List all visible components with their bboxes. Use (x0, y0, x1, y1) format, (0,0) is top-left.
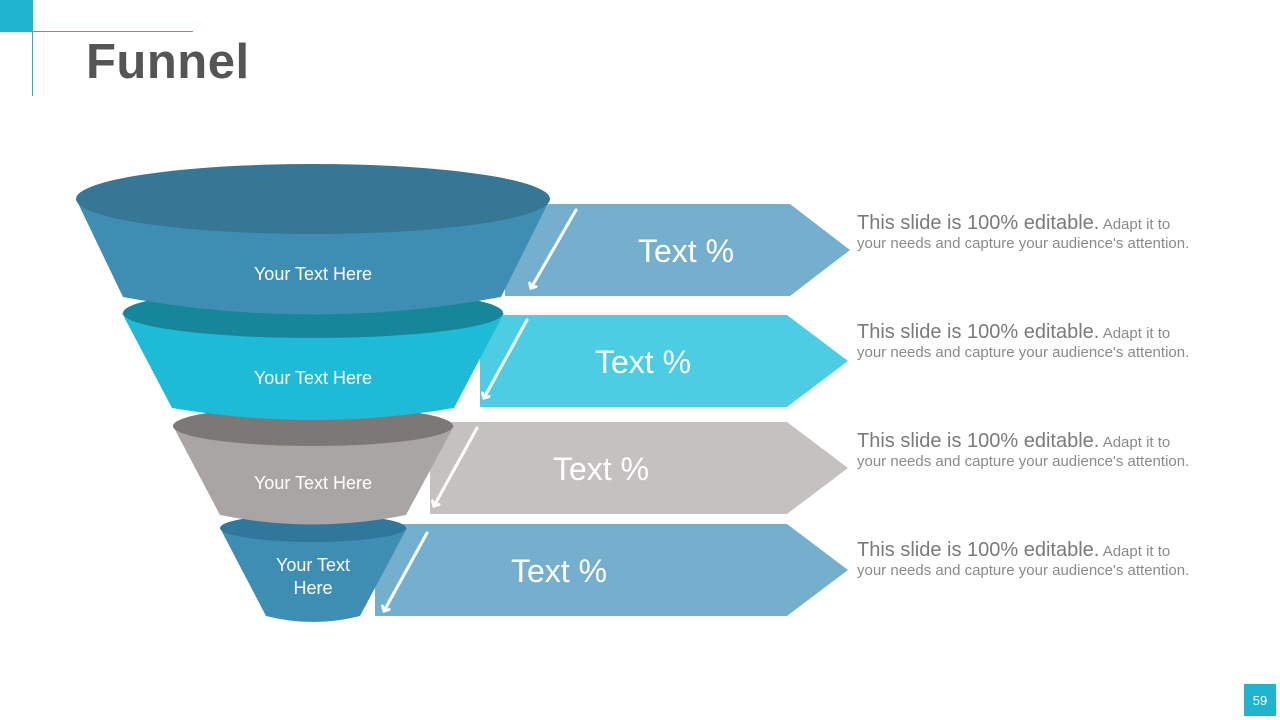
stage-3-label: Your Text Here (254, 473, 372, 493)
stage-3-arrow-icon (434, 426, 479, 506)
stage-2-description-lead: This slide is 100% editable. (857, 321, 1100, 343)
stage-2-percent-label: Text % (595, 344, 691, 380)
stage-3-ribbon (430, 422, 848, 514)
stage-2-description-body: Adapt it to your needs and capture your … (857, 325, 1190, 361)
stage-3-description: This slide is 100% editable. Adapt it to… (857, 430, 1202, 471)
stage-1-label: Your Text Here (254, 264, 372, 284)
stage-4-arrow-icon (384, 531, 429, 611)
stage-4-description-body: Adapt it to your needs and capture your … (857, 543, 1190, 579)
corner-accent-line-horizontal (0, 31, 193, 32)
stage-1-ribbon (505, 204, 850, 296)
stage-1-arrow-icon (531, 208, 578, 288)
stage-3-description-body: Adapt it to your needs and capture your … (857, 434, 1190, 470)
stage-1-description: This slide is 100% editable. Adapt it to… (857, 212, 1202, 253)
stage-4-description: This slide is 100% editable. Adapt it to… (857, 539, 1202, 580)
stage-1-cone (76, 164, 550, 315)
stage-3-description-lead: This slide is 100% editable. (857, 430, 1100, 452)
stage-4-percent-label: Text % (511, 553, 607, 589)
page-number-badge: 59 (1244, 684, 1276, 716)
stage-2-ribbon (480, 315, 848, 407)
stage-2-description: This slide is 100% editable. Adapt it to… (857, 321, 1202, 362)
stage-2-arrow-icon (484, 318, 529, 398)
stage-2-label: Your Text Here (254, 368, 372, 388)
stage-3-cone (173, 406, 454, 525)
stage-1-description-lead: This slide is 100% editable. (857, 212, 1100, 234)
stage-3-percent-label: Text % (553, 451, 649, 487)
stage-4-label-line2: Here (293, 578, 332, 598)
slide-title: Funnel (86, 35, 250, 89)
stage-1-percent-label: Text % (638, 233, 734, 269)
stage-1-description-body: Adapt it to your needs and capture your … (857, 216, 1190, 252)
stage-4-ribbon (375, 524, 848, 616)
stage-4-label-line1: Your Text (276, 555, 350, 575)
stage-4-description-lead: This slide is 100% editable. (857, 539, 1100, 561)
corner-accent-square (0, 0, 32, 31)
corner-accent-line-vertical (32, 0, 33, 96)
